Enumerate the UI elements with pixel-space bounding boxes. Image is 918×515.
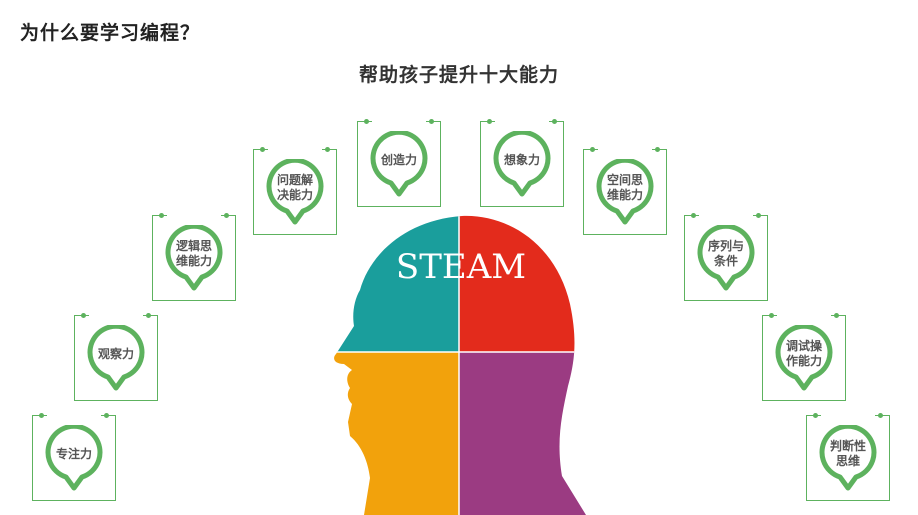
steam-head-illustration: STEAM [334,215,586,515]
page-title: 为什么要学习编程？ [20,22,201,44]
location-pin-icon: 专注力 [45,425,103,491]
ability-label: 序列与 条件 [707,239,744,268]
ability-card-imagination: 想象力 [480,119,564,207]
ability-label: 问题解 决能力 [276,173,313,202]
subtitle: 帮助孩子提升十大能力 [358,64,559,86]
ability-label: 创造力 [380,152,417,167]
ability-card-judgment: 判断性 思维 [806,413,890,501]
ability-card-sequence: 序列与 条件 [684,213,768,301]
head-quadrant-bottom-right [459,352,586,515]
location-pin-icon: 观察力 [87,325,145,391]
steam-label: STEAM [396,247,526,287]
ability-card-creativity: 创造力 [357,119,441,207]
location-pin-icon: 调试操 作能力 [775,325,833,391]
ability-card-debugging: 调试操 作能力 [762,313,846,401]
location-pin-icon: 序列与 条件 [697,225,755,291]
ability-card-problem-solving: 问题解 决能力 [253,147,337,235]
ability-label: 调试操 作能力 [785,339,822,368]
ability-label: 专注力 [55,446,92,461]
location-pin-icon: 空间思 维能力 [596,159,654,225]
ability-card-logic: 逻辑思 维能力 [152,213,236,301]
ability-card-observation: 观察力 [74,313,158,401]
location-pin-icon: 想象力 [493,131,551,197]
location-pin-icon: 创造力 [370,131,428,197]
ability-card-spatial: 空间思 维能力 [583,147,667,235]
location-pin-icon: 判断性 思维 [819,425,877,491]
ability-label: 空间思 维能力 [606,173,643,202]
head-quadrant-bottom-left [334,352,459,515]
ability-card-focus: 专注力 [32,413,116,501]
ability-label: 观察力 [97,346,134,361]
location-pin-icon: 逻辑思 维能力 [165,225,223,291]
ability-label: 想象力 [503,152,540,167]
ability-label: 逻辑思 维能力 [175,239,212,268]
ability-label: 判断性 思维 [829,439,866,468]
location-pin-icon: 问题解 决能力 [266,159,324,225]
